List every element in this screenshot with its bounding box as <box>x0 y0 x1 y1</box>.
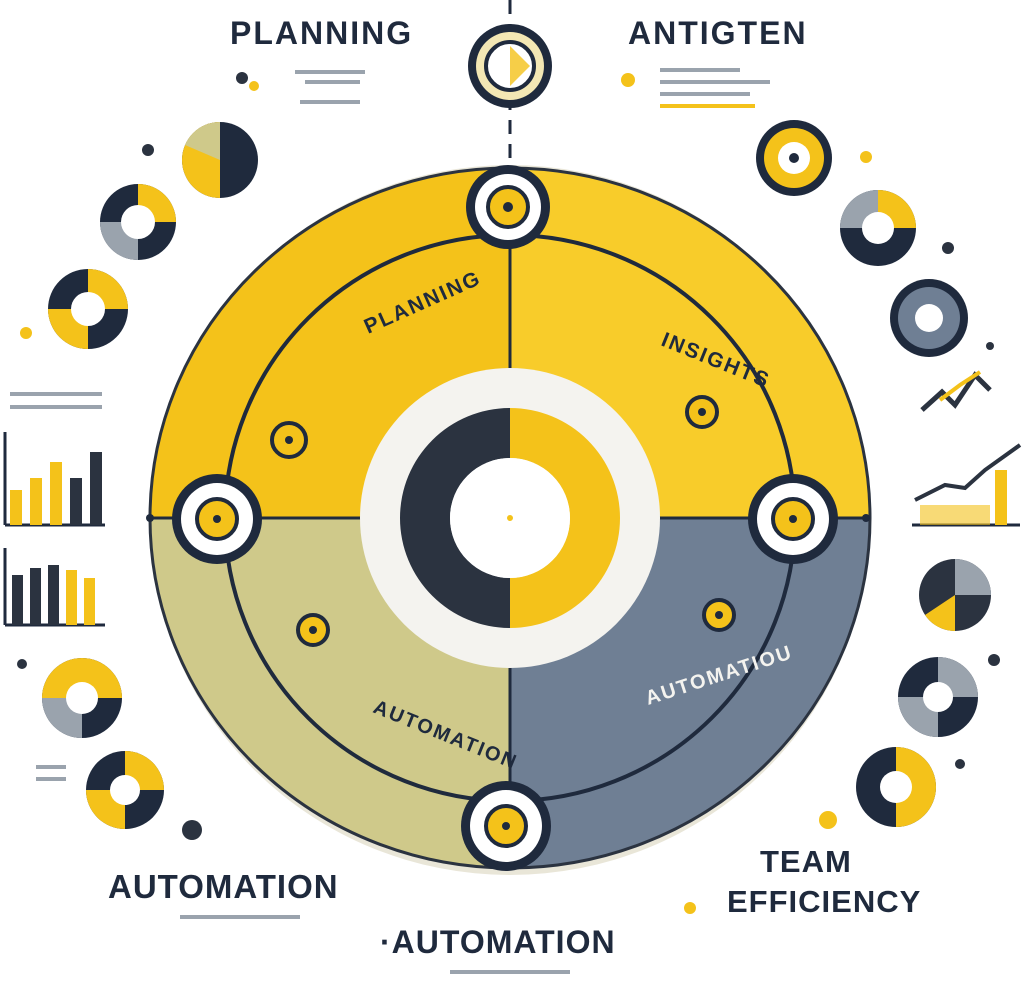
donut-chart-icon <box>890 279 968 357</box>
footer-label-left: AUTOMATION <box>108 868 339 905</box>
donut-chart-icon <box>840 190 916 266</box>
target-icon <box>296 613 330 647</box>
bar-chart-icon <box>3 548 105 627</box>
donut-chart-icon <box>86 751 164 829</box>
donut-chart-icon <box>48 269 128 349</box>
footer-label-right-line1: TEAM <box>760 844 852 879</box>
target-icon <box>702 598 736 632</box>
node-left-icon <box>172 474 262 564</box>
footer-label-center: ·AUTOMATION <box>380 924 616 960</box>
donut-chart-icon <box>898 657 978 737</box>
donut-chart-icon <box>182 121 258 198</box>
bar-chart-icon <box>3 432 105 527</box>
header-label-left: PLANNING <box>230 15 413 51</box>
decorative-dots <box>17 72 1000 914</box>
line-chart-icon <box>920 370 992 412</box>
node-bottom-icon <box>461 781 551 871</box>
donut-chart-icon <box>756 120 832 196</box>
footer-label-right-line2: EFFICIENCY <box>727 884 921 919</box>
center-donut-yellow <box>510 408 620 628</box>
donut-chart-icon <box>100 184 176 260</box>
line-chart-icon <box>912 443 1022 527</box>
donut-chart-icon <box>856 747 936 827</box>
pie-chart-icon <box>919 559 991 632</box>
node-top-icon <box>466 165 550 249</box>
center-dot <box>507 515 513 521</box>
target-icon <box>685 395 719 429</box>
target-icon <box>468 24 552 108</box>
center-donut-dark <box>400 408 510 628</box>
header-label-right: ANTIGTEN <box>628 15 808 51</box>
placeholder-text-lines <box>10 68 770 974</box>
node-right-icon <box>748 474 838 564</box>
donut-chart-icon <box>42 658 122 738</box>
target-icon <box>270 421 308 459</box>
